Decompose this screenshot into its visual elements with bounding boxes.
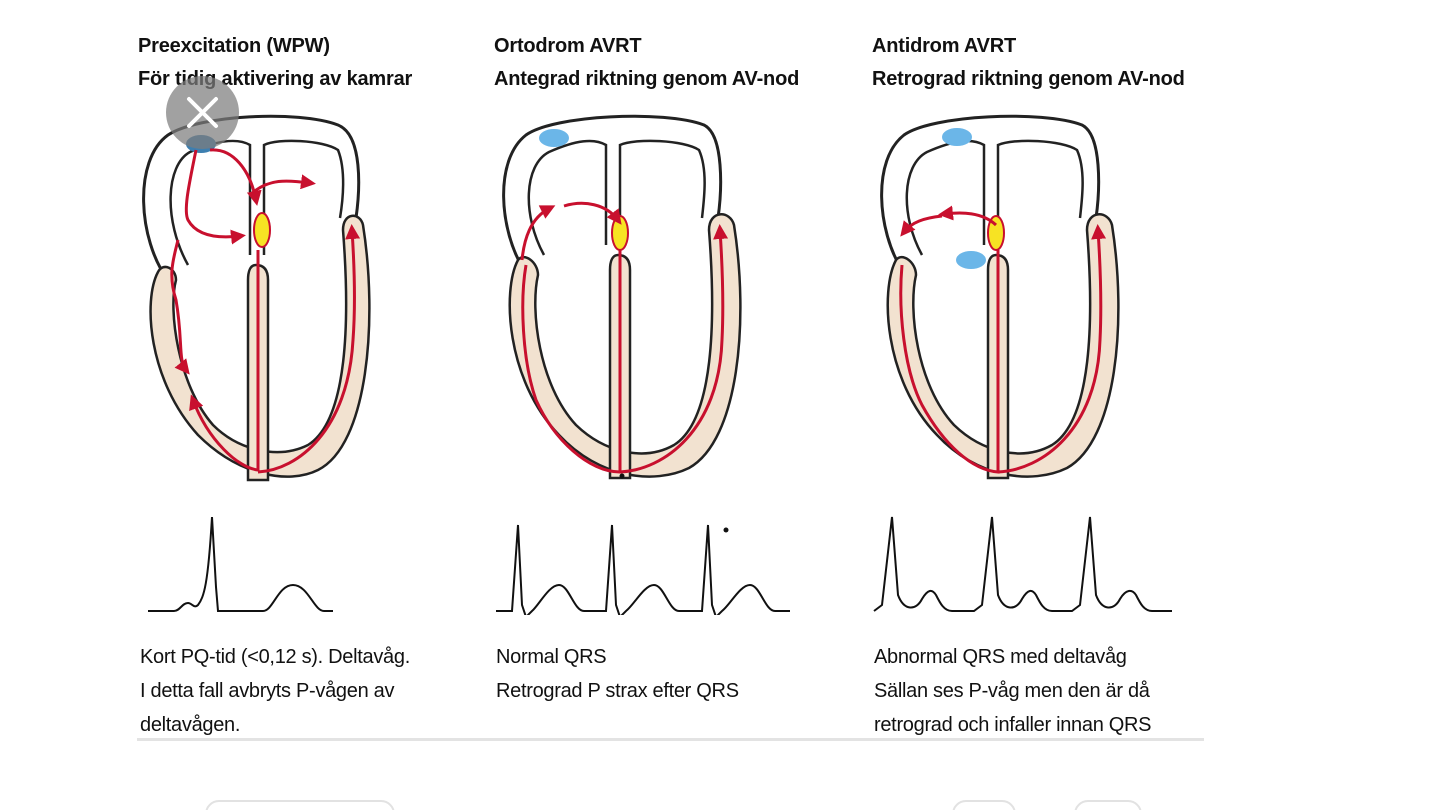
ecg-trace-wpw	[148, 516, 333, 612]
sa-node	[539, 129, 569, 147]
panel-caption: Abnormal QRS med deltavåg Sällan ses P-v…	[874, 640, 1152, 742]
heart-diagram-wpw	[142, 114, 371, 482]
heart-diagram-antidrom	[880, 114, 1120, 480]
divider-line	[137, 738, 1204, 741]
caption-line: retrograd och infaller innan QRS	[874, 714, 1152, 736]
panel-wpw: Preexcitation (WPW) För tidig aktivering…	[138, 0, 498, 760]
av-node	[611, 215, 629, 251]
panel-title: Antidrom AVRT Retrograd riktning genom A…	[872, 30, 1185, 96]
sa-node	[942, 128, 972, 146]
title-line-1: Ortodrom AVRT	[494, 35, 642, 57]
caption-line: I detta fall avbryts P-vågen av	[140, 680, 395, 702]
ecg-trace-antidrom	[873, 516, 1172, 612]
panel-title: Ortodrom AVRT Antegrad riktning genom AV…	[494, 30, 799, 96]
caption-line: Abnormal QRS med deltavåg	[874, 646, 1127, 668]
bottom-pill-button[interactable]	[205, 800, 395, 810]
bottom-round-button[interactable]	[952, 800, 1016, 810]
caption-line: Normal QRS	[496, 646, 607, 668]
retrograde-p-node	[956, 251, 986, 269]
caption-line: Sällan ses P-våg men den är då	[874, 680, 1150, 702]
close-x-icon	[187, 97, 218, 128]
title-line-1: Antidrom AVRT	[872, 35, 1017, 57]
title-line-2: Antegrad riktning genom AV-nod	[494, 68, 800, 90]
heart-diagram-ortodrom	[502, 114, 742, 480]
panel-antidrom: Antidrom AVRT Retrograd riktning genom A…	[872, 0, 1232, 760]
av-node	[987, 215, 1005, 251]
bottom-round-button[interactable]	[1074, 800, 1142, 810]
close-button[interactable]	[166, 76, 239, 149]
caption-line: Kort PQ-tid (<0,12 s). Deltavåg.	[140, 646, 410, 668]
caption-line: deltavågen.	[140, 714, 241, 736]
caption-line: Retrograd P strax efter QRS	[496, 680, 739, 702]
av-node	[253, 212, 271, 248]
ecg-trace-ortodrom	[496, 524, 790, 615]
panel-caption: Kort PQ-tid (<0,12 s). Deltavåg. I detta…	[140, 640, 410, 742]
panel-ortodrom: Ortodrom AVRT Antegrad riktning genom AV…	[494, 0, 854, 760]
panel-caption: Normal QRS Retrograd P strax efter QRS	[496, 640, 739, 708]
title-line-1: Preexcitation (WPW)	[138, 35, 330, 57]
title-line-2: Retrograd riktning genom AV-nod	[872, 68, 1185, 90]
